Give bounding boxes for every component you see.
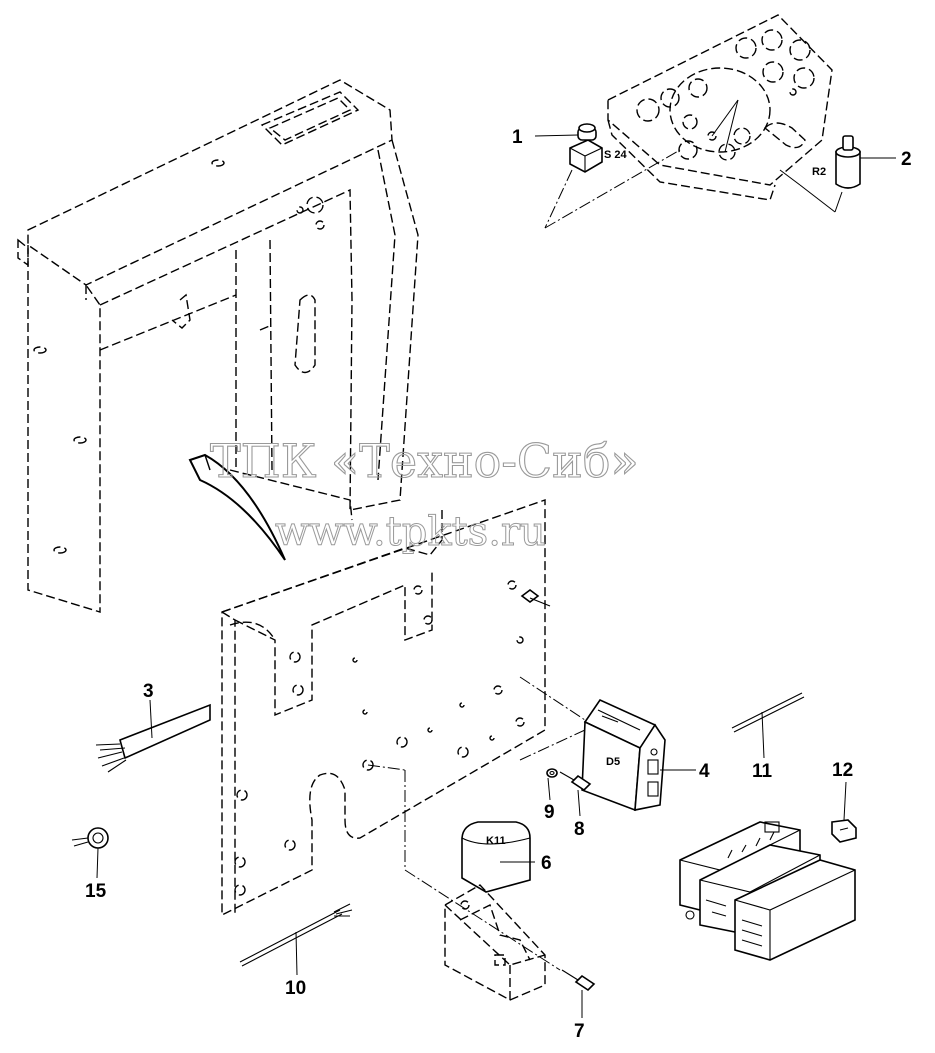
fuse-box <box>679 821 856 961</box>
relay-base <box>367 764 561 1001</box>
wire-10 <box>239 903 353 967</box>
switch-tag: S 24 <box>604 149 628 161</box>
dash-panel <box>607 14 833 201</box>
mounting-plate <box>221 499 551 917</box>
callout-2: 2 <box>901 149 912 170</box>
resistor-r2: R2 <box>779 135 861 213</box>
callout-11: 11 <box>752 761 773 782</box>
screw-8 <box>559 771 592 792</box>
watermark-url: www.tpkts.ru <box>275 509 546 555</box>
relay-k11: K11 <box>461 821 531 893</box>
watermark-company: ТПК «Техно-Сиб» <box>210 434 639 488</box>
leader-lines <box>96 134 896 1018</box>
callout-10: 10 <box>285 978 306 999</box>
callout-7: 7 <box>574 1021 585 1042</box>
washer-9 <box>546 768 558 778</box>
cable-tie-15 <box>71 827 109 849</box>
screw-7 <box>561 969 596 992</box>
callout-12: 12 <box>832 760 853 781</box>
relay-tag: K11 <box>486 835 506 847</box>
pin-11 <box>731 692 805 733</box>
callout-labels: 1 2 3 4 6 7 8 9 10 11 12 15 <box>85 127 912 1042</box>
callout-8: 8 <box>574 819 585 840</box>
cab-frame <box>17 79 419 613</box>
cable-3 <box>95 703 211 773</box>
callout-9: 9 <box>544 802 555 823</box>
callout-3: 3 <box>143 681 154 702</box>
module-d5: D5 <box>519 676 666 812</box>
switch-s24: S 24 <box>544 123 681 229</box>
callout-1: 1 <box>512 127 523 148</box>
callout-15: 15 <box>85 881 107 902</box>
resistor-tag: R2 <box>812 166 826 178</box>
cable-harness <box>188 453 286 561</box>
module-tag: D5 <box>606 756 620 768</box>
callout-4: 4 <box>699 761 710 782</box>
callout-6: 6 <box>541 853 552 874</box>
fuse-12 <box>831 819 857 843</box>
